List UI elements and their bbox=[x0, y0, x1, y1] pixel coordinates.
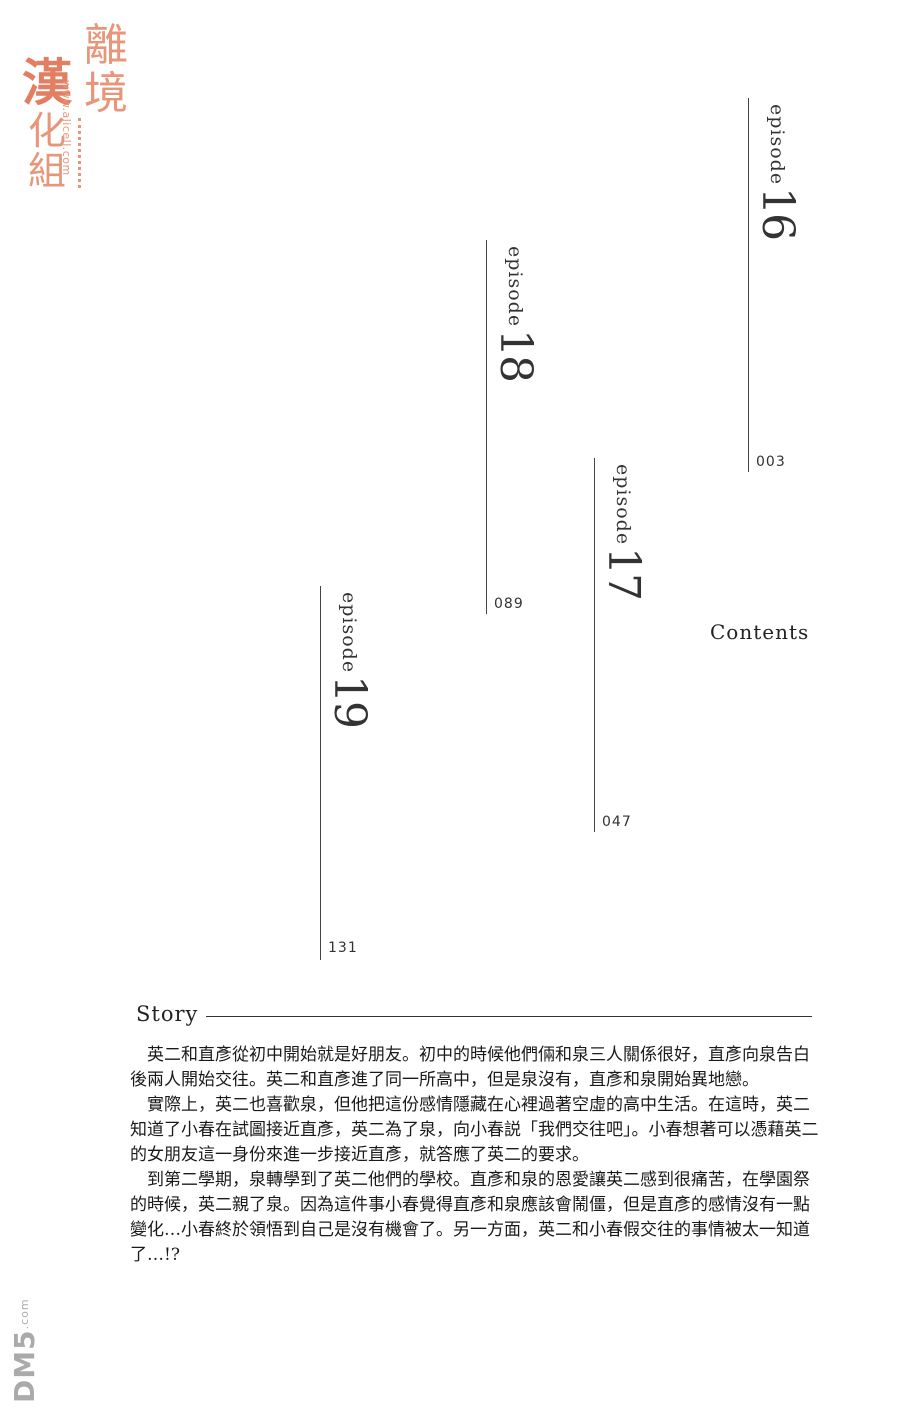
episode-line bbox=[486, 240, 487, 614]
logo-char: 離 bbox=[84, 20, 128, 71]
episode-label: episode17 bbox=[598, 464, 649, 599]
episode-label: episode18 bbox=[490, 246, 541, 381]
episode-number: 16 bbox=[752, 187, 803, 240]
logo-char: 漢 bbox=[22, 53, 72, 112]
episode-number: 19 bbox=[324, 675, 375, 728]
watermark-main: DM5 bbox=[8, 1329, 41, 1404]
story-body: 英二和直彥從初中開始就是好朋友。初中的時候他們倆和泉三人關係很好，直彥向泉告白後… bbox=[130, 1043, 820, 1268]
episode-page: 089 bbox=[494, 596, 524, 612]
logo-char: 組 bbox=[28, 149, 67, 193]
story-title: Story bbox=[136, 1002, 199, 1026]
watermark-sub: .com bbox=[18, 1298, 31, 1330]
episode-word: episode bbox=[504, 246, 526, 328]
episode-number: 17 bbox=[598, 547, 649, 600]
group-logo: 離 境 漢 化 組 www.alicell.com bbox=[18, 18, 128, 193]
episode-line bbox=[594, 458, 595, 832]
episode-word: episode bbox=[766, 104, 788, 186]
logo-char: 化 bbox=[28, 109, 67, 153]
story-header: Story bbox=[136, 1002, 812, 1032]
episode-number: 18 bbox=[490, 329, 541, 382]
story-paragraph: 英二和直彥從初中開始就是好朋友。初中的時候他們倆和泉三人關係很好，直彥向泉告白後… bbox=[130, 1045, 810, 1090]
episode-page: 003 bbox=[756, 454, 786, 470]
episode-line bbox=[748, 98, 749, 472]
contents-title: Contents bbox=[710, 620, 810, 644]
episode-page: 047 bbox=[602, 814, 632, 830]
story-paragraph: 實際上，英二也喜歡泉，但他把這份感情隱藏在心裡過著空虛的高中生活。在這時，英二知… bbox=[130, 1095, 819, 1165]
logo-dots bbox=[78, 118, 84, 188]
story-rule bbox=[206, 1016, 812, 1017]
dm5-watermark: DM5.com bbox=[8, 1298, 48, 1404]
logo-url: www.alicell.com bbox=[60, 80, 73, 176]
story-paragraph: 到第二學期，泉轉學到了英二他們的學校。直彥和泉的恩愛讓英二感到很痛苦，在學園祭的… bbox=[130, 1170, 810, 1265]
episode-label: episode16 bbox=[752, 104, 803, 239]
episode-page: 131 bbox=[328, 940, 358, 956]
episode-word: episode bbox=[338, 592, 360, 674]
logo-char: 境 bbox=[84, 68, 128, 119]
episode-word: episode bbox=[612, 464, 634, 546]
episode-line bbox=[320, 586, 321, 960]
episode-label: episode19 bbox=[324, 592, 375, 727]
